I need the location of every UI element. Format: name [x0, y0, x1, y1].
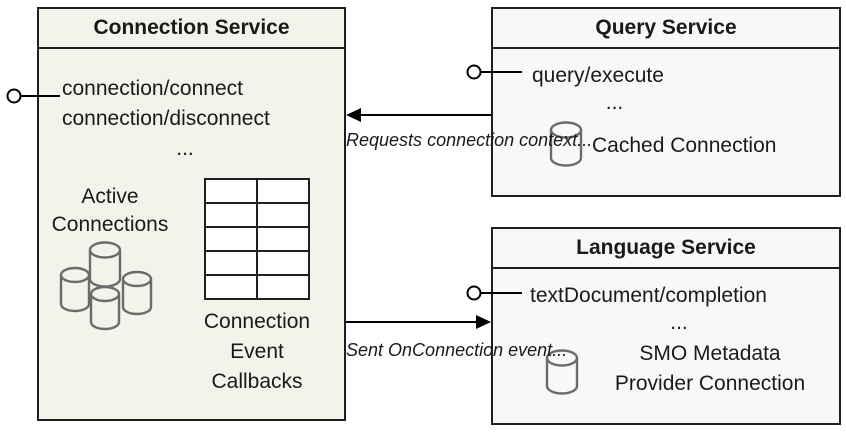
arrow-connection-to-language	[346, 315, 491, 329]
callbacks-line3: Callbacks	[211, 370, 303, 393]
callbacks-line1: Connection	[203, 310, 311, 333]
requests-label-line3: context...	[519, 130, 593, 150]
table-cell	[258, 228, 308, 250]
table-cell	[258, 276, 308, 298]
callbacks-line2: Event	[230, 340, 284, 363]
method-connection-connect: connection/connect	[62, 77, 243, 100]
method-textdocument-completion: textDocument/completion	[530, 284, 767, 307]
database-cylinder-icon	[89, 285, 121, 331]
smo-label-line2: Provider Connection	[614, 372, 806, 395]
method-query-execute: query/execute	[532, 64, 664, 87]
query-service-header: Query Service	[493, 9, 839, 49]
connection-service-methods: connection/connect connection/disconnect…	[62, 74, 308, 164]
connection-service-header: Connection Service	[39, 9, 344, 49]
language-service-box: Language Service	[491, 227, 841, 425]
database-cylinder-icon	[88, 241, 122, 288]
query-service-title: Query Service	[595, 16, 737, 39]
sent-label-line3: event...	[508, 340, 568, 360]
query-service-methods: query/execute ...	[532, 62, 697, 116]
database-cluster-icon	[59, 241, 153, 331]
sent-label-line1: Sent	[346, 340, 384, 360]
table-cell	[206, 276, 256, 298]
table-cell	[206, 204, 256, 226]
requests-label-line2: connection	[427, 130, 515, 150]
table-cell	[206, 228, 256, 250]
table-cell	[206, 252, 256, 274]
active-connections-label: Active Connections	[30, 183, 190, 239]
database-cylinder-icon	[549, 121, 583, 167]
arrowhead-right-icon	[476, 315, 491, 329]
language-service-methods: textDocument/completion ...	[530, 282, 828, 336]
more-methods-ellipsis: ...	[670, 311, 688, 334]
more-methods-ellipsis: ...	[605, 91, 624, 114]
connection-service-title: Connection Service	[93, 16, 290, 39]
connection-event-callbacks-label: Connection Event Callbacks	[183, 307, 331, 397]
cached-connection-label: Cached Connection	[592, 134, 777, 157]
active-connections-line2: Connections	[51, 213, 169, 236]
language-service-header: Language Service	[493, 229, 839, 269]
sent-onconnection-event-label: Sent OnConnection event...	[346, 338, 567, 363]
database-cylinder-icon	[545, 349, 579, 395]
arrow-query-to-connection	[346, 108, 491, 122]
sent-label-line2: OnConnection	[388, 340, 504, 360]
requests-label-line1: Requests	[346, 130, 423, 150]
more-methods-ellipsis: ...	[176, 137, 194, 160]
table-cell	[206, 180, 256, 202]
active-connections-line1: Active	[81, 185, 139, 208]
callback-table-icon	[204, 178, 310, 300]
smo-label-line1: SMO Metadata	[639, 342, 781, 365]
smo-metadata-provider-label: SMO Metadata Provider Connection	[605, 339, 815, 399]
arrowhead-left-icon	[346, 108, 361, 122]
database-cylinder-icon	[121, 270, 153, 316]
table-cell	[258, 204, 308, 226]
method-connection-disconnect: connection/disconnect	[62, 107, 270, 130]
table-cell	[258, 180, 308, 202]
language-service-title: Language Service	[576, 236, 756, 259]
database-cylinder-icon	[59, 266, 91, 313]
query-service-box: Query Service	[491, 7, 841, 197]
table-cell	[258, 252, 308, 274]
requests-connection-context-label: Requests connection context...	[346, 127, 592, 153]
